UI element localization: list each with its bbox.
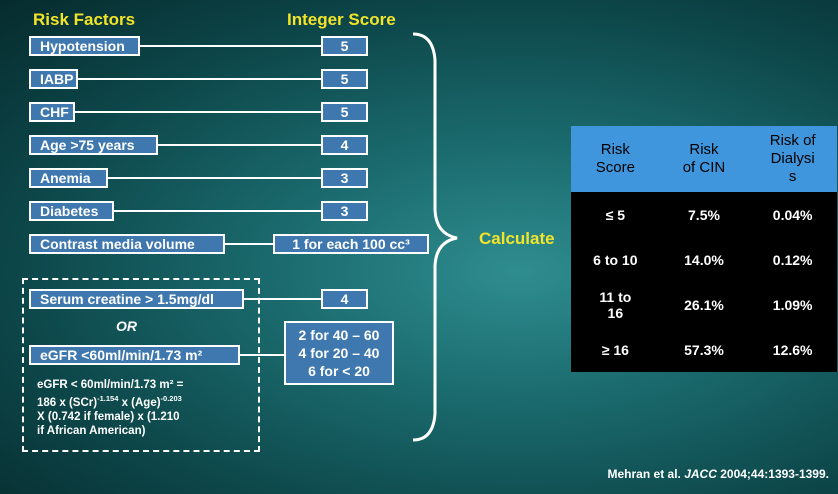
egfr-score-line: 6 for < 20 <box>308 363 370 379</box>
score-iabp: 5 <box>321 69 368 89</box>
table-row: ≤ 5 7.5% 0.04% <box>571 192 837 237</box>
table-row: 6 to 10 14.0% 0.12% <box>571 237 837 282</box>
integer-score-header: Integer Score <box>287 10 396 29</box>
factor-chf: CHF <box>29 102 75 122</box>
egfr-formula: eGFR < 60ml/min/1.73 m² = 186 x (SCr)-1.… <box>37 378 183 438</box>
table-cell: 14.0% <box>659 237 749 282</box>
or-label: OR <box>116 318 137 334</box>
citation: Mehran et al. JACC 2004;44:1393-1399. <box>607 467 829 481</box>
factor-hypotension: Hypotension <box>29 36 140 56</box>
score-egfr: 2 for 40 – 60 4 for 20 – 40 6 for < 20 <box>284 321 394 385</box>
factor-age: Age >75 years <box>29 135 158 155</box>
table-cell: 26.1% <box>659 282 749 327</box>
connector-line <box>108 177 321 179</box>
formula-line: if African American) <box>37 424 146 437</box>
connector-line <box>158 144 321 146</box>
table-cell: 1.09% <box>748 282 837 327</box>
connector-line <box>240 354 284 356</box>
score-hypotension: 5 <box>321 36 368 56</box>
connector-line <box>225 243 273 245</box>
connector-line <box>244 298 321 300</box>
formula-line: X (0.742 if female) x (1.210 <box>37 410 180 423</box>
risk-factors-header: Risk Factors <box>33 10 136 29</box>
formula-line: eGFR < 60ml/min/1.73 m² = <box>37 379 184 391</box>
table-cell: 57.3% <box>659 327 749 372</box>
formula-line: 186 x (SCr)-1.154 x (Age)-0.203 <box>37 394 182 409</box>
factor-anemia: Anemia <box>29 168 108 188</box>
score-diabetes: 3 <box>321 201 368 221</box>
connector-line <box>140 45 321 47</box>
curly-brace <box>412 32 458 442</box>
factor-serum-creatine: Serum creatine > 1.5mg/dl <box>29 289 244 309</box>
table-cell: ≤ 5 <box>571 192 660 237</box>
table-cell: 0.12% <box>748 237 837 282</box>
score-serum-creatine: 4 <box>321 289 368 309</box>
connector-line <box>114 210 321 212</box>
table-cell: 6 to 10 <box>571 237 660 282</box>
score-contrast-volume: 1 for each 100 cc³ <box>273 234 429 254</box>
renal-function-group <box>22 278 260 452</box>
egfr-score-line: 2 for 40 – 60 <box>298 327 380 343</box>
factor-contrast-volume: Contrast media volume <box>29 234 225 254</box>
connector-line <box>75 111 321 113</box>
factor-egfr: eGFR <60ml/min/1.73 m² <box>29 345 240 365</box>
table-cell: 7.5% <box>659 192 749 237</box>
score-chf: 5 <box>321 102 368 122</box>
score-anemia: 3 <box>321 168 368 188</box>
score-age: 4 <box>321 135 368 155</box>
table-cell: 0.04% <box>748 192 837 237</box>
connector-line <box>78 78 321 80</box>
table-cell: ≥ 16 <box>571 327 660 372</box>
table-cell: 12.6% <box>748 327 837 372</box>
egfr-score-line: 4 for 20 – 40 <box>298 345 380 361</box>
factor-diabetes: Diabetes <box>29 201 114 221</box>
factor-iabp: IABP <box>29 69 78 89</box>
table-row: ≥ 16 57.3% 12.6% <box>571 327 837 372</box>
calculate-label: Calculate <box>479 229 555 248</box>
